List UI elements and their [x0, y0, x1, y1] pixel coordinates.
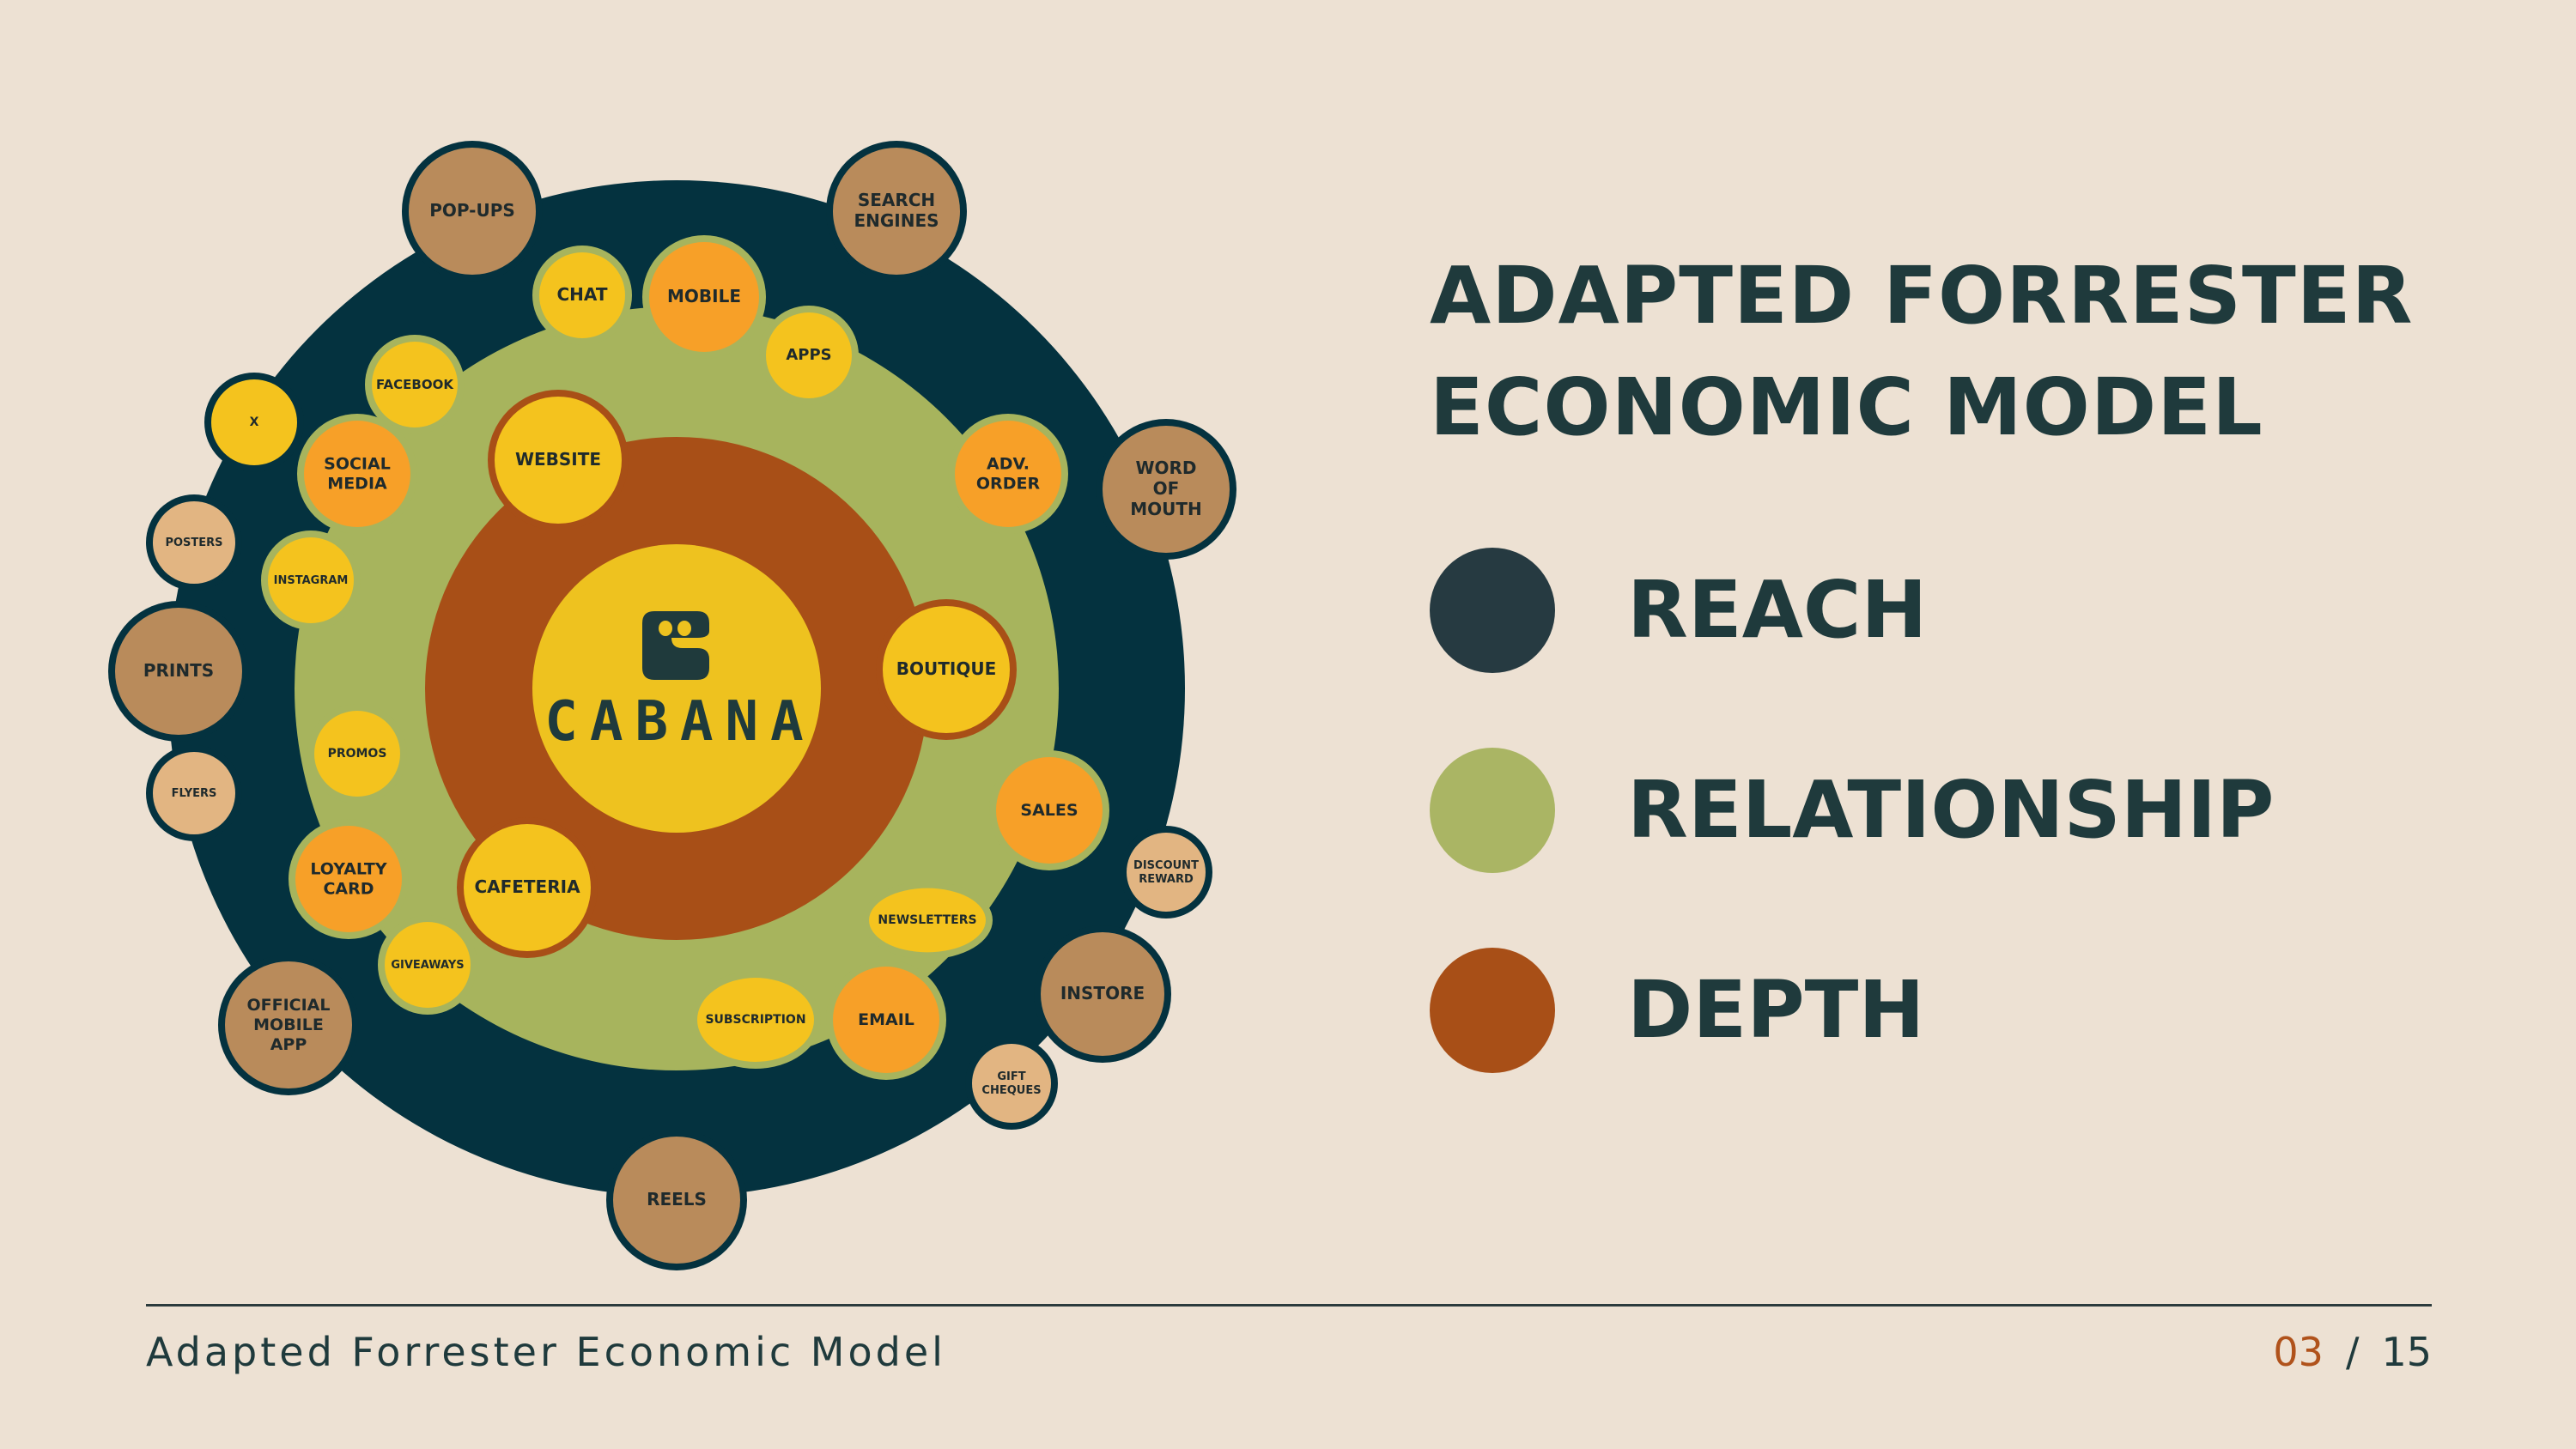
channel-bubble-mobile: MOBILE [642, 235, 766, 359]
channel-label-reels: REELS [647, 1189, 707, 1210]
legend-item-depth: DEPTH [1430, 948, 2460, 1076]
channel-label-instore: INSTORE [1060, 983, 1145, 1003]
channel-bubble-pop-ups: POP-UPS [402, 141, 543, 282]
page-separator: / [2345, 1329, 2360, 1375]
page-total: 15 [2381, 1329, 2432, 1375]
channel-label-sales: SALES [1020, 801, 1078, 820]
channel-bubble-instagram: INSTAGRAM [261, 530, 361, 630]
channel-label-mobile: MOBILE [667, 286, 741, 306]
channel-bubble-newsletters: NEWSLETTERS [862, 881, 993, 960]
channel-label-flyers: FLYERS [172, 787, 217, 800]
channel-bubble-sales: SALES [989, 750, 1109, 870]
channel-bubble-adv-order: ADV.ORDER [948, 414, 1068, 534]
legend-item-reach: REACH [1430, 548, 2460, 676]
channel-bubble-prints: PRINTS [108, 601, 249, 742]
cabana-logo-icon [642, 611, 709, 680]
channel-bubble-boutique: BOUTIQUE [876, 599, 1017, 740]
footer-title: Adapted Forrester Economic Model [146, 1329, 946, 1375]
channel-label-promos: PROMOS [328, 747, 387, 761]
channel-label-boutique: BOUTIQUE [896, 658, 996, 679]
title-line-1: ADAPTED FORRESTER [1430, 250, 2414, 342]
channel-label-chat: CHAT [557, 284, 608, 305]
legend-dot-depth [1430, 948, 1555, 1073]
channel-label-subscription: SUBSCRIPTION [705, 1013, 805, 1027]
legend-label-relationship: RELATIONSHIP [1627, 764, 2275, 856]
footer-divider [146, 1304, 2432, 1307]
legend-label-reach: REACH [1627, 564, 1928, 656]
legend-dot-reach [1430, 548, 1555, 673]
slide-title: ADAPTED FORRESTER ECONOMIC MODEL [1430, 240, 2460, 464]
channel-bubble-website: WEBSITE [488, 390, 629, 530]
channel-bubble-reels: REELS [606, 1130, 747, 1270]
channel-bubble-x: X [204, 373, 304, 472]
channel-label-website: WEBSITE [515, 449, 601, 470]
channel-label-apps: APPS [786, 346, 831, 364]
channel-bubble-facebook: FACEBOOK [365, 335, 465, 434]
channel-label-posters: POSTERS [165, 537, 222, 549]
page-indicator: 03 / 15 [2273, 1329, 2432, 1375]
channel-label-cafeteria: CAFETERIA [474, 876, 580, 897]
channel-label-giveaways: GIVEAWAYS [391, 959, 464, 972]
channel-label-facebook: FACEBOOK [376, 377, 454, 392]
channel-bubble-posters: POSTERS [146, 494, 242, 591]
channel-label-pop-ups: POP-UPS [429, 200, 515, 221]
channel-bubble-cafeteria: CAFETERIA [457, 817, 598, 958]
channel-bubble-email: EMAIL [826, 960, 946, 1080]
channel-label-x: X [250, 415, 259, 429]
channel-label-newsletters: NEWSLETTERS [878, 913, 976, 927]
page-current: 03 [2273, 1329, 2324, 1375]
legend-label-depth: DEPTH [1627, 964, 1925, 1056]
channel-bubble-chat: CHAT [532, 246, 632, 345]
channel-bubble-giveaways: GIVEAWAYS [378, 915, 477, 1015]
channel-label-instagram: INSTAGRAM [274, 574, 349, 587]
brand-name: CABANA [544, 690, 815, 754]
channel-bubble-promos: PROMOS [307, 704, 407, 803]
legend-dot-relationship [1430, 748, 1555, 873]
channel-bubble-instore: INSTORE [1034, 925, 1171, 1063]
channel-bubble-apps: APPS [759, 306, 859, 405]
title-line-2: ECONOMIC MODEL [1430, 361, 2263, 453]
channel-bubble-subscription: SUBSCRIPTION [690, 971, 821, 1069]
channel-label-adv-order: ADV.ORDER [976, 454, 1041, 493]
channel-label-email: EMAIL [858, 1010, 914, 1029]
center-core [532, 544, 821, 833]
channel-label-prints: PRINTS [143, 660, 214, 681]
legend-item-relationship: RELATIONSHIP [1430, 748, 2460, 876]
channel-bubble-flyers: FLYERS [146, 745, 242, 841]
